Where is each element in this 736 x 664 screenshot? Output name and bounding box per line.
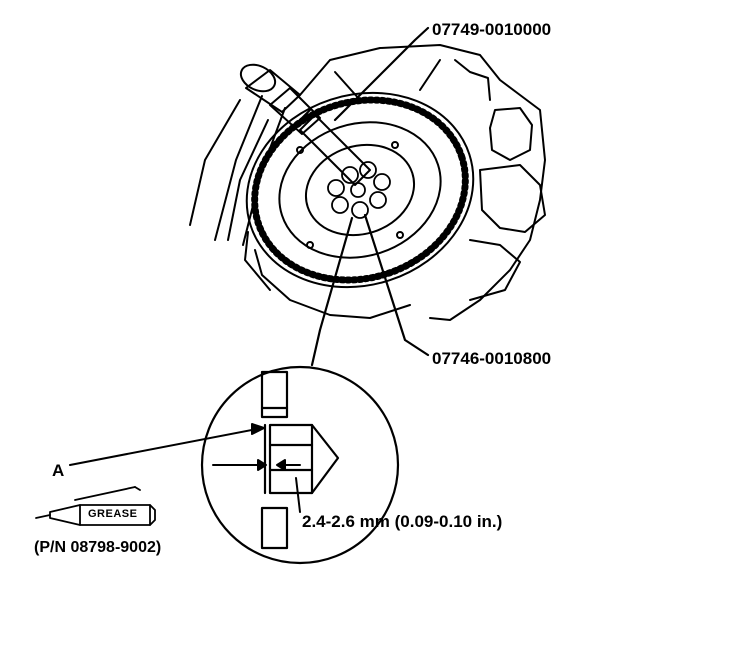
- pointer-lines: [310, 26, 430, 367]
- flywheel: [244, 91, 475, 319]
- hammer: [214, 63, 301, 246]
- engine-block-outline: [189, 44, 546, 321]
- tool-number-bottom: 07746-0010800: [432, 349, 552, 368]
- grease-tube-icon: [35, 486, 156, 526]
- grease-tube-label: GREASE: [88, 508, 138, 520]
- dimension-marker: [212, 459, 301, 513]
- part-number-label: (P/N 08798-9002): [34, 539, 162, 556]
- callout-a-label: A: [52, 461, 65, 480]
- holder-tool: [269, 87, 371, 186]
- dimension-label: 2.4-2.6 mm (0.09-0.10 in.): [302, 512, 503, 531]
- flywheel-bolts: [327, 161, 391, 219]
- callout-a-line: [69, 423, 265, 466]
- tool-number-top: 07749-0010000: [432, 20, 552, 39]
- detail-circle: [200, 365, 400, 565]
